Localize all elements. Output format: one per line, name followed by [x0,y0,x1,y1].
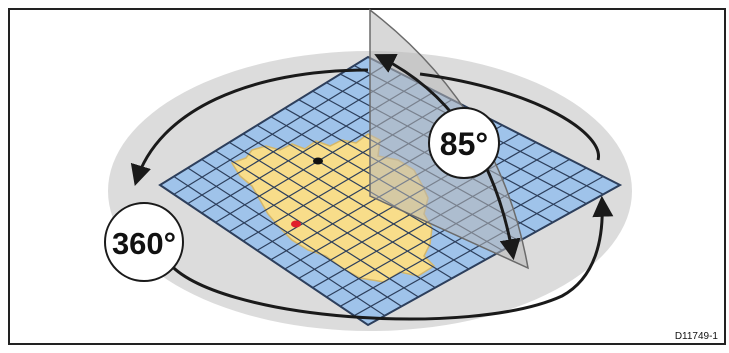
tilt-badge-circle [428,107,500,179]
rotation-arc-bottom [166,195,614,321]
grid-line-b-11 [215,150,436,289]
position-dot-icon [313,157,323,165]
figure-id: D11749-1 [675,331,719,342]
chart-plane-outline [158,55,623,327]
rotation-angle-label: 360° [112,226,176,261]
rotation-angle-badge: 360° [104,202,184,282]
grid-line-a-1 [173,65,386,195]
rotation-badge-circle [104,202,184,282]
grid-line-a-2 [187,73,402,205]
rotation-arc-right [419,72,600,161]
tilt-angle-badge: 85° [428,107,500,179]
grid-line-b-14 [173,175,386,317]
grid-line-b-13 [187,167,402,307]
circular-arrow-icon [130,68,369,187]
tilt-angle-label: 85° [440,126,488,162]
waypoint-dot-icon [291,220,301,228]
grid-line-b-12 [201,158,419,298]
